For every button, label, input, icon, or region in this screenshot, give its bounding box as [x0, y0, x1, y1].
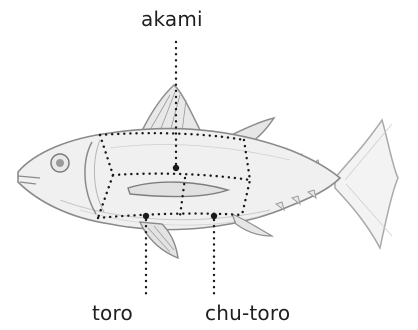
akami-label: akami: [141, 9, 203, 29]
fish-body: [18, 129, 340, 230]
tail-fin: [335, 120, 398, 248]
dorsal-fin: [140, 85, 200, 135]
chu-toro-label: chu-toro: [205, 303, 290, 323]
toro-label: toro: [92, 303, 133, 323]
